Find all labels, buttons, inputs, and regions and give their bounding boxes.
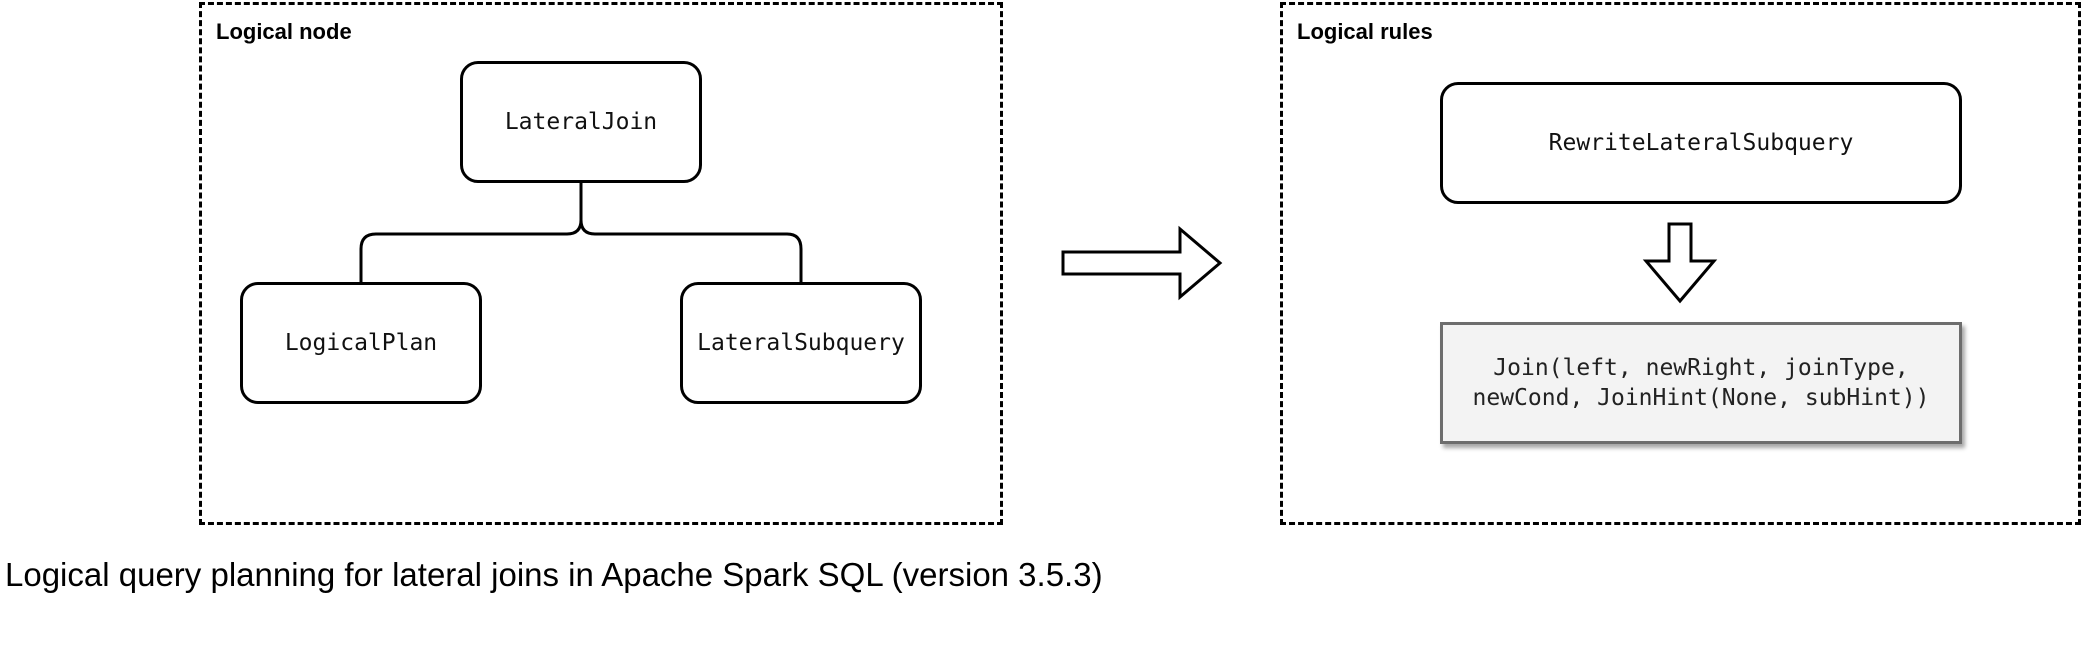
tree-connector-right: [579, 219, 803, 282]
join-result-box: Join(left, newRight, joinType, newCond, …: [1440, 322, 1962, 444]
lateral-subquery-node: LateralSubquery: [680, 282, 922, 404]
logical-rules-title: Logical rules: [1297, 19, 1433, 44]
logical-node-group: Logical node: [199, 2, 1003, 525]
join-result-line-1: Join(left, newRight, joinType,: [1493, 355, 1909, 381]
lateral-join-node: LateralJoin: [460, 61, 702, 183]
down-arrow-icon: [1642, 222, 1718, 304]
logical-node-title: Logical node: [216, 19, 352, 44]
tree-connector: [359, 183, 583, 282]
logical-plan-node: LogicalPlan: [240, 282, 482, 404]
logical-rules-group: Logical rules: [1280, 2, 2081, 525]
figure-caption: Logical query planning for lateral joins…: [5, 556, 1103, 593]
rewrite-lateral-subquery-node: RewriteLateralSubquery: [1440, 82, 1962, 204]
join-result-line-2: newCond, JoinHint(None, subHint)): [1472, 385, 1930, 411]
transform-arrow-icon: [1061, 225, 1223, 301]
